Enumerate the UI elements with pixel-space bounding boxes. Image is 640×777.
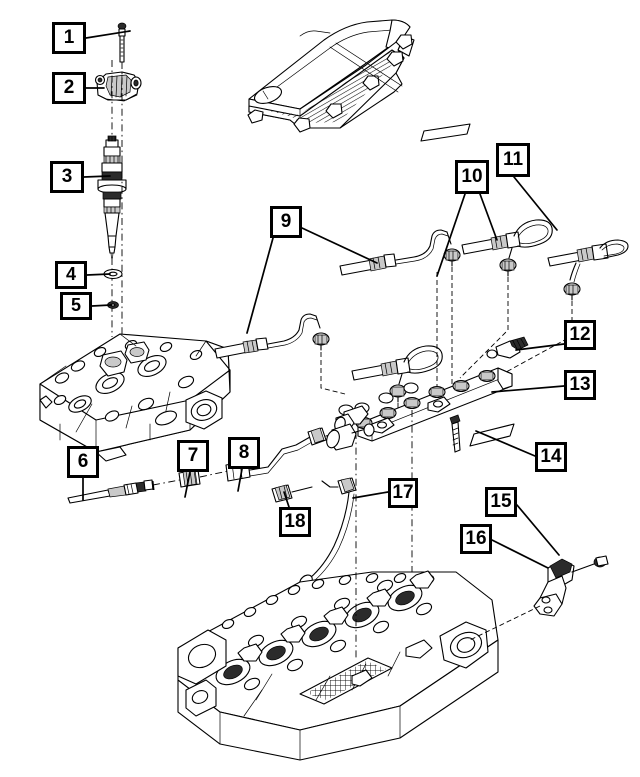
callout-8[interactable]: 8: [228, 437, 260, 469]
callout-label-4: 4: [65, 264, 76, 284]
callout-label-16: 16: [465, 527, 487, 549]
leader-line-4-1: [86, 273, 111, 276]
callout-label-2: 2: [63, 76, 75, 98]
callout-label-3: 3: [61, 165, 73, 187]
callout-3[interactable]: 3: [50, 161, 84, 193]
callout-5[interactable]: 5: [60, 292, 92, 320]
callout-11[interactable]: 11: [496, 143, 530, 177]
drop-line-c: [459, 277, 509, 379]
part-6-glow-plug: [67, 479, 154, 504]
callout-15[interactable]: 15: [485, 487, 517, 517]
part-13-fuel-rail: [326, 367, 513, 451]
callout-label-12: 12: [569, 323, 591, 345]
bracket-attach-line: [469, 605, 541, 641]
leader-line-8-1: [237, 468, 243, 492]
leader-line-10-2: [479, 193, 498, 241]
callout-label-8: 8: [238, 441, 250, 463]
part-9-high-pressure-line-b: [339, 229, 461, 276]
upper-cylinder-head: [39, 333, 231, 462]
callout-12[interactable]: 12: [564, 320, 596, 350]
leader-line-16-1: [491, 539, 549, 569]
leader-line-10-1: [436, 193, 466, 277]
callout-16[interactable]: 16: [460, 524, 492, 554]
part-18-connector-end: [271, 484, 313, 503]
leader-line-17-1: [352, 491, 389, 499]
callout-label-9: 9: [280, 210, 292, 232]
lower-cylinder-head: [177, 570, 499, 761]
valve-cover-assembly: [247, 19, 471, 142]
callout-label-14: 14: [540, 445, 562, 467]
leader-line-7-1: [184, 471, 191, 498]
callout-label-1: 1: [63, 26, 75, 48]
leader-line-11-1: [513, 176, 558, 231]
injector-bosses: [237, 570, 435, 662]
callout-label-15: 15: [490, 490, 512, 512]
callout-1[interactable]: 1: [52, 22, 86, 54]
callout-17[interactable]: 17: [388, 478, 418, 508]
callout-label-7: 7: [187, 444, 199, 466]
part-16-wiring-bracket: [469, 555, 609, 641]
part-9-high-pressure-line-a: [214, 313, 330, 359]
callout-4[interactable]: 4: [55, 261, 87, 289]
leader-line-9-1: [301, 227, 378, 264]
callout-label-13: 13: [569, 373, 591, 395]
part-17-return-hose: [299, 477, 357, 588]
callout-7[interactable]: 7: [177, 440, 209, 472]
part-9-high-pressure-line-e: [351, 345, 443, 403]
callout-18[interactable]: 18: [279, 507, 311, 537]
part-14-rail-bolt: [449, 414, 515, 453]
leader-line-12-1: [515, 343, 565, 351]
callout-label-11: 11: [502, 148, 524, 170]
wire-run-7-8: [199, 470, 229, 478]
callout-2[interactable]: 2: [52, 72, 86, 104]
callout-label-10: 10: [461, 165, 483, 187]
callout-9[interactable]: 9: [270, 206, 302, 238]
leader-lines: [82, 30, 565, 569]
callout-6[interactable]: 6: [67, 446, 99, 478]
callout-label-18: 18: [284, 510, 306, 532]
callout-14[interactable]: 14: [535, 442, 567, 472]
part-12-fuel-rail-sensor: [486, 336, 529, 359]
callout-label-5: 5: [70, 295, 81, 315]
callout-label-17: 17: [392, 481, 414, 503]
part-2-injector-clamp: [94, 71, 142, 102]
leader-line-18-1: [283, 491, 290, 508]
cylinder-bores: [215, 584, 423, 686]
leader-line-15-1: [516, 504, 560, 556]
part-11-high-pressure-line-right: [547, 239, 629, 301]
callout-label-6: 6: [77, 450, 89, 472]
part-10-high-pressure-line-loop: [461, 219, 553, 277]
callout-10[interactable]: 10: [455, 160, 489, 194]
drop-line-a: [320, 352, 346, 395]
leader-line-5-1: [91, 304, 112, 307]
part-1-injector-hold-down-bolt: [117, 22, 127, 63]
leader-line-13-1: [491, 385, 565, 393]
leader-line-3-1: [83, 175, 111, 178]
leader-line-14-1: [475, 430, 536, 457]
leader-line-9-2: [246, 237, 274, 334]
part-3-fuel-injector: [97, 135, 127, 259]
leader-line-1-1: [85, 30, 131, 39]
callout-13[interactable]: 13: [564, 370, 596, 400]
rail-lower-fittings: [338, 382, 419, 416]
